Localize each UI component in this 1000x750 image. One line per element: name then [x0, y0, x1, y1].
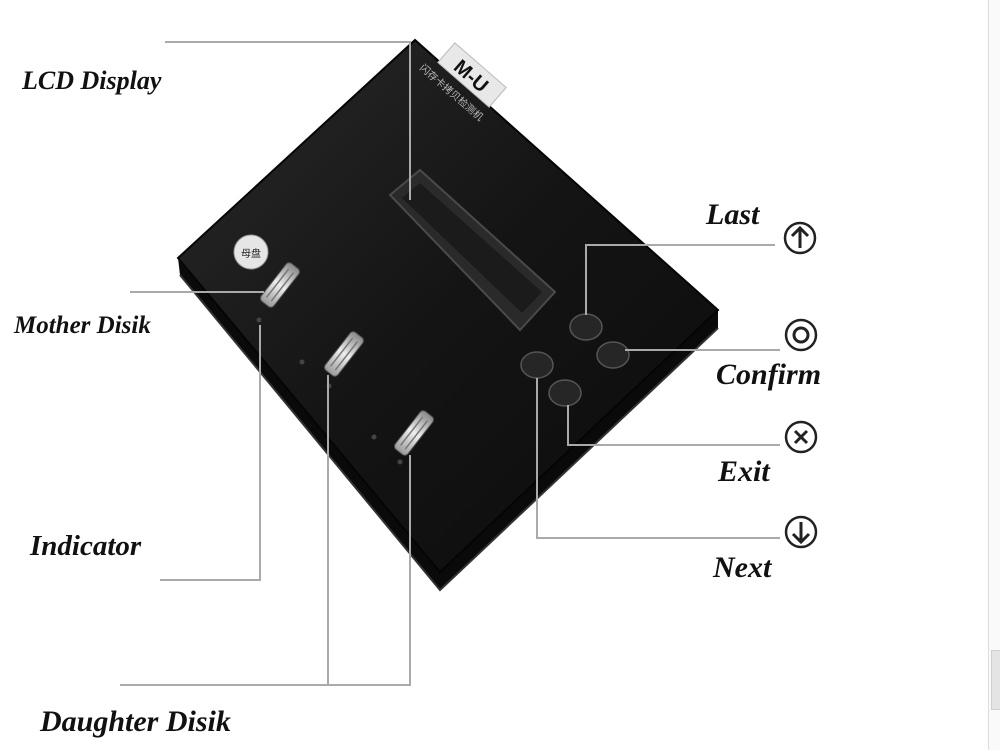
indicator-leader [160, 325, 261, 581]
lcd-display-label: LCD Display [22, 66, 162, 95]
cross-icon [784, 420, 818, 454]
last-label: Last [706, 198, 760, 231]
mother-badge-text: 母盘 [241, 247, 261, 260]
daughter-disk-label: Daughter Disik [40, 705, 231, 738]
lcd-leader [165, 41, 411, 200]
mother-disk-label: Mother Disik [14, 312, 151, 339]
next-label: Next [713, 551, 772, 584]
daughter-disk-slot-2 [394, 410, 434, 456]
device-buttons [520, 313, 630, 407]
last-leader [585, 244, 775, 315]
daughter-leader [120, 455, 411, 686]
indicator-label: Indicator [30, 530, 142, 562]
daughter-disk-slot-1 [324, 331, 364, 377]
next-leader [536, 378, 780, 539]
next-button[interactable] [520, 351, 554, 379]
confirm-button[interactable] [596, 341, 630, 369]
exit-button[interactable] [548, 379, 582, 407]
mother-badge: 母盘 [233, 234, 269, 270]
circle-icon [784, 318, 818, 352]
device-body [176, 38, 720, 592]
leader-lines [120, 41, 780, 686]
arrow-down-icon [784, 515, 818, 549]
window-edge-scrollbar[interactable] [988, 0, 1000, 750]
exit-leader [567, 405, 780, 446]
arrow-up-icon [783, 221, 817, 255]
last-button[interactable] [569, 313, 603, 341]
exit-label: Exit [718, 455, 770, 488]
mother-disk-slot [260, 262, 300, 308]
confirm-label: Confirm [716, 358, 822, 391]
scrollbar-thumb[interactable] [991, 650, 1000, 710]
